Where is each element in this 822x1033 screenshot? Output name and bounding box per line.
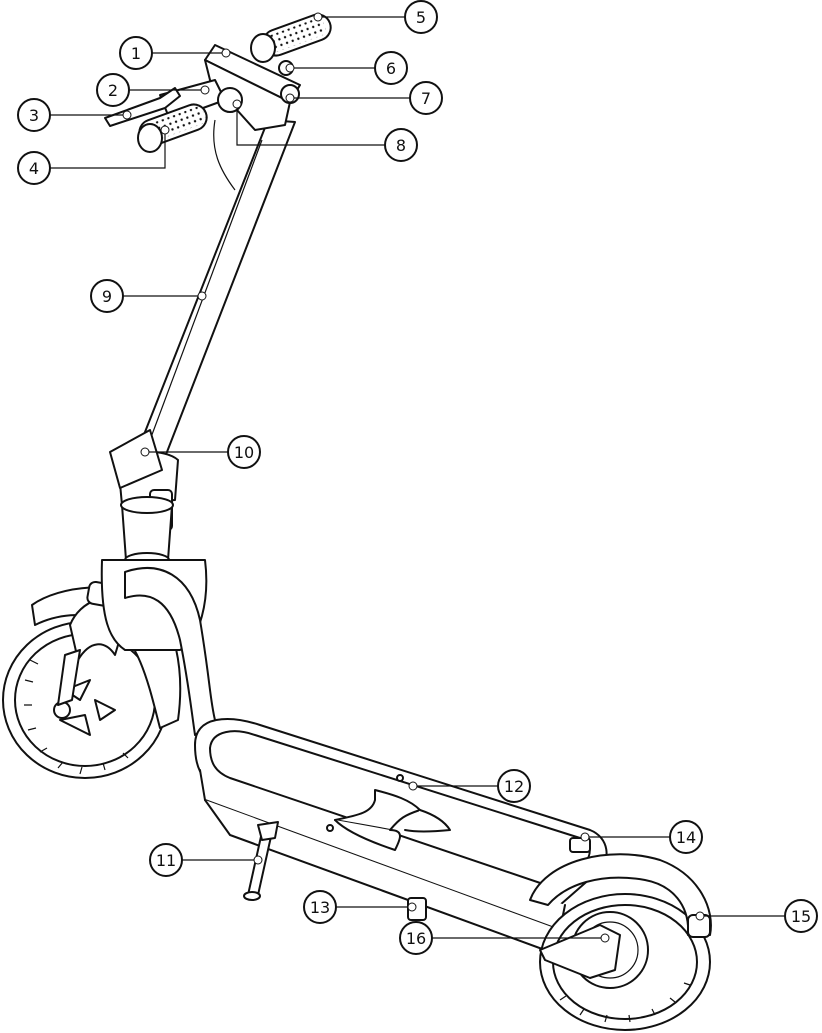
callout-10: 10 [228, 436, 260, 468]
deck [195, 719, 607, 950]
svg-text:10: 10 [234, 443, 254, 462]
svg-text:9: 9 [102, 287, 112, 306]
svg-text:5: 5 [416, 8, 426, 27]
callout-15: 15 [785, 900, 817, 932]
svg-text:8: 8 [396, 136, 406, 155]
callout-2: 2 [97, 74, 129, 106]
callout-3: 3 [18, 99, 50, 131]
callout-7: 7 [410, 82, 442, 114]
callout-8: 8 [385, 129, 417, 161]
svg-text:2: 2 [108, 81, 118, 100]
svg-text:7: 7 [421, 89, 431, 108]
callout-16: 16 [400, 922, 432, 954]
svg-text:13: 13 [310, 898, 330, 917]
svg-text:4: 4 [29, 159, 39, 178]
callout-13: 13 [304, 891, 336, 923]
callout-1: 1 [120, 37, 152, 69]
callout-9: 9 [91, 280, 123, 312]
svg-text:6: 6 [386, 59, 396, 78]
callout-14: 14 [670, 821, 702, 853]
svg-text:16: 16 [406, 929, 426, 948]
callout-11: 11 [150, 844, 182, 876]
callout-6: 6 [375, 52, 407, 84]
svg-text:1: 1 [131, 44, 141, 63]
svg-text:12: 12 [504, 777, 524, 796]
svg-text:3: 3 [29, 106, 39, 125]
svg-text:15: 15 [791, 907, 811, 926]
callout-5: 5 [405, 1, 437, 33]
svg-text:11: 11 [156, 851, 176, 870]
svg-text:14: 14 [676, 828, 696, 847]
callout-4: 4 [18, 152, 50, 184]
steering-column [102, 120, 295, 735]
callout-12: 12 [498, 770, 530, 802]
